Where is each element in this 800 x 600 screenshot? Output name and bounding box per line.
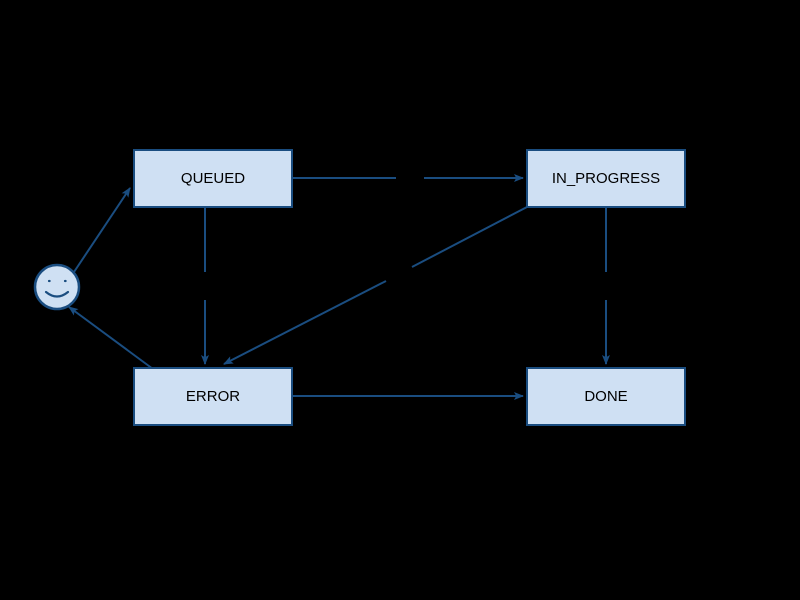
edge-label-in-progress-to-done: finish [593,280,619,292]
edge-label-in-progress-to-error: fail [392,268,406,280]
start-node[interactable] [33,263,81,311]
edge-queued-to-in-progress[interactable]: start [292,173,524,185]
node-in-progress-label: IN_PROGRESS [552,170,660,187]
node-done-rect [526,367,686,426]
edge-error-to-start[interactable] [68,306,154,370]
node-queued-label: QUEUED [181,170,245,187]
node-in-progress[interactable]: IN_PROGRESS [526,149,686,208]
node-in-progress-rect [526,149,686,208]
edge-label-queued-to-error: fail [198,280,212,292]
edge-start-to-queued[interactable] [73,187,131,273]
edges-layer: start fail fail finish [68,173,619,400]
smiley-mouth-icon [44,290,70,298]
node-error[interactable]: ERROR [133,367,293,426]
nodes-layer: QUEUED IN_PROGRESS ERROR DONE [133,149,686,426]
node-done[interactable]: DONE [526,367,686,426]
edge-in-progress-to-error[interactable]: fail [223,206,528,365]
start-node-circle [33,263,81,311]
edge-in-progress-to-error-segment-a [411,206,528,268]
edge-queued-to-error[interactable]: fail [198,207,212,365]
edge-in-progress-to-error-segment-b [223,280,387,365]
node-error-label: ERROR [186,388,240,405]
node-done-label: DONE [584,388,627,405]
edge-error-to-start-line [68,306,154,370]
edge-in-progress-to-done[interactable]: finish [593,207,619,365]
node-error-rect [133,367,293,426]
edge-label-queued-to-in-progress: start [399,173,420,185]
node-queued[interactable]: QUEUED [133,149,293,208]
node-queued-rect [133,149,293,208]
edge-start-to-queued-line [73,187,131,273]
